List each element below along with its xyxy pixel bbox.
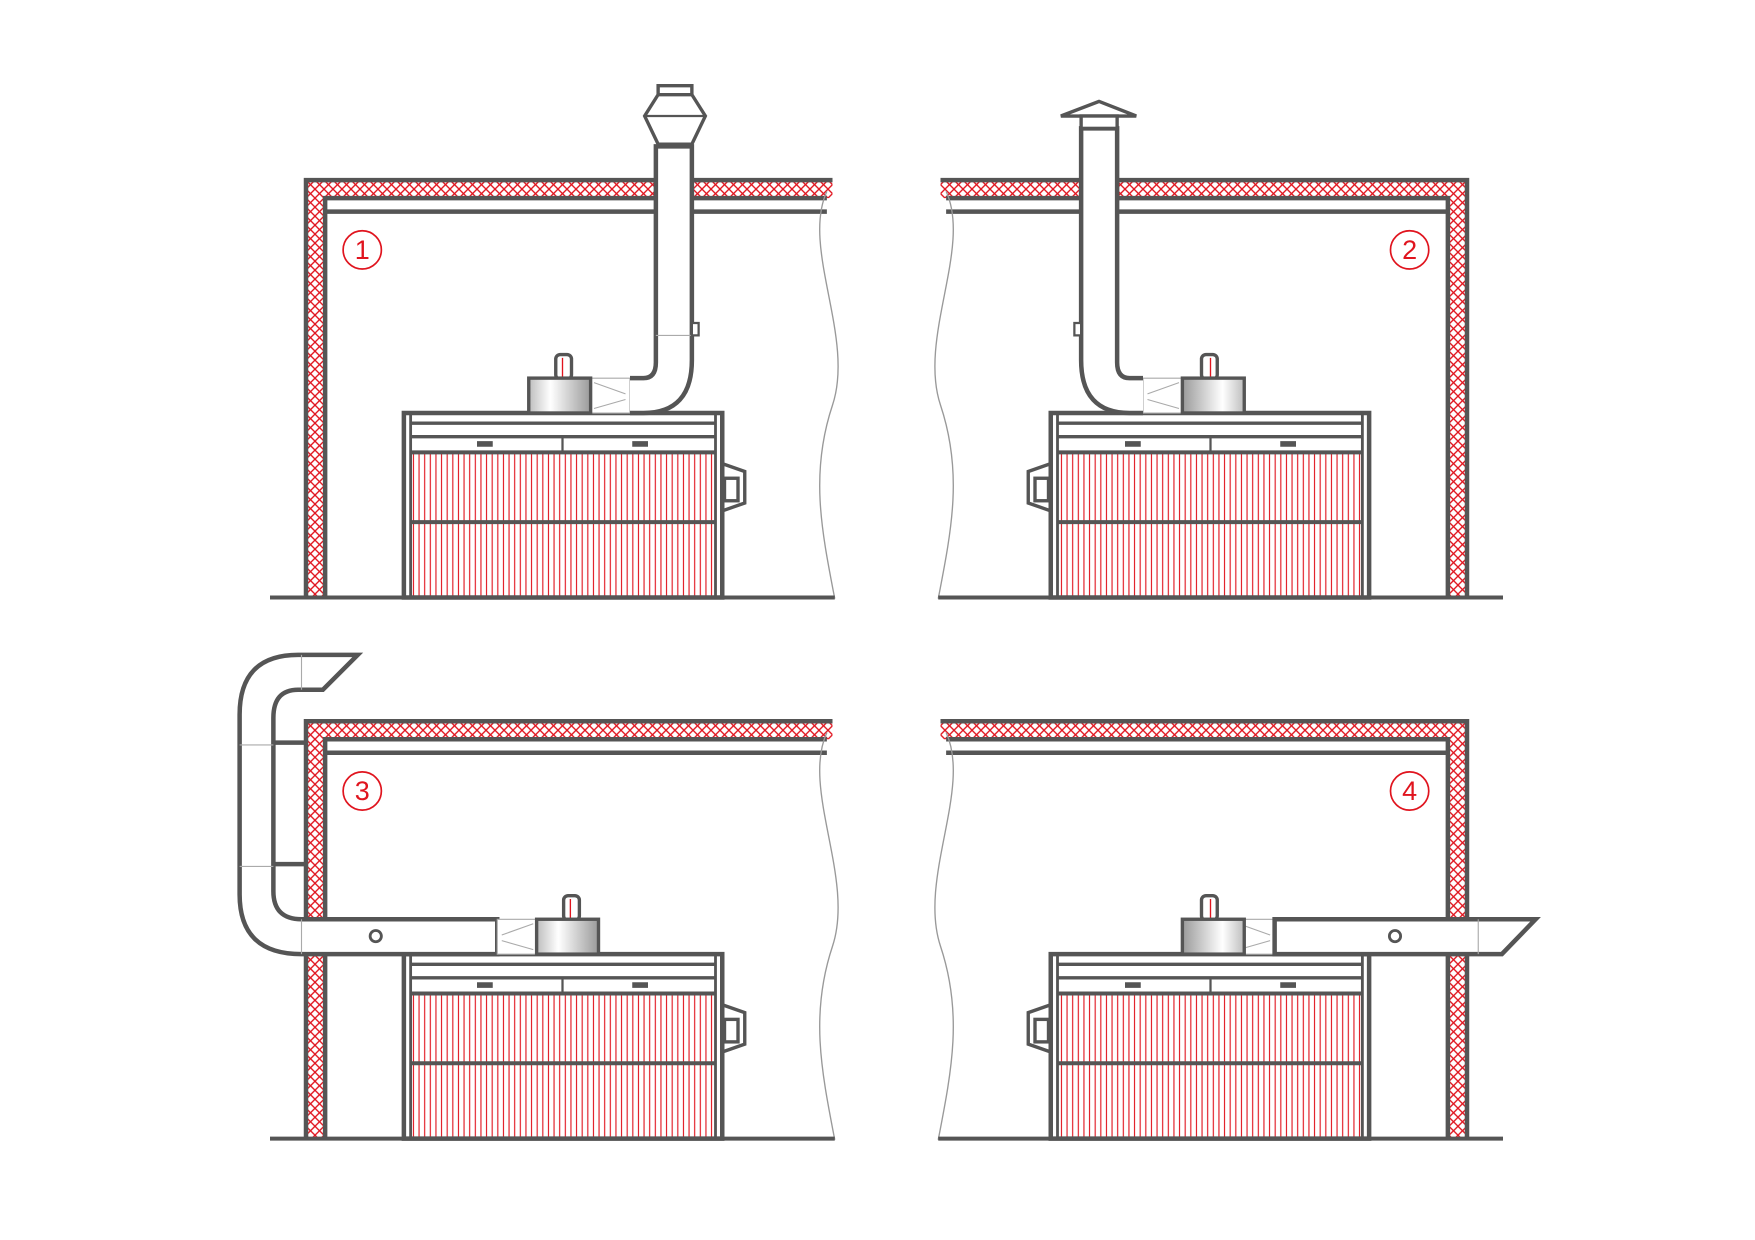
umbrella-cap-icon [1060, 99, 1137, 131]
fan-2 [1180, 352, 1246, 415]
side-duct-4 [1234, 917, 1541, 957]
label-circle-4 [1389, 771, 1430, 811]
label-circle-3 [342, 771, 383, 811]
label-circle-1 [342, 229, 383, 270]
panel-label-1: 1 [355, 235, 370, 265]
chimney-duct-2 [1073, 126, 1183, 416]
panel-4: 4 [935, 721, 1541, 1140]
chimney-duct-1 [590, 144, 700, 416]
panel-1: 1 [270, 83, 838, 599]
side-duct-3 [237, 652, 538, 957]
panel-label-2: 2 [1402, 235, 1417, 265]
panel-label-3: 3 [355, 776, 370, 806]
fan-4 [1180, 893, 1246, 956]
inspection-port-icon [368, 929, 383, 944]
panel-3: 3 [237, 652, 839, 1140]
panel-2: 2 [935, 99, 1503, 598]
panel-label-4: 4 [1402, 776, 1417, 806]
fan-1 [527, 352, 593, 415]
fan-3 [534, 893, 601, 956]
label-circle-2 [1389, 229, 1430, 270]
deflector-cap-icon [642, 83, 708, 146]
inspection-port-icon [1387, 929, 1403, 944]
